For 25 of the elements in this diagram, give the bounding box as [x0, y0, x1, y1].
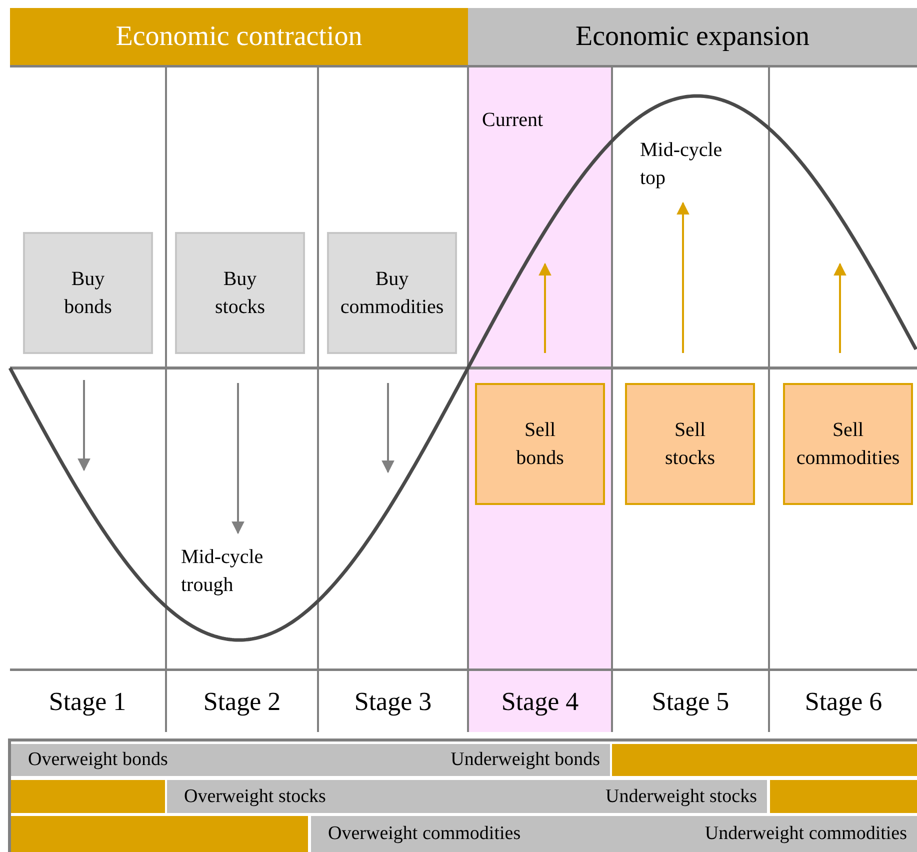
allocation-bar — [612, 744, 917, 776]
stage-cell: Stage 4 — [469, 671, 611, 732]
sell-box: Sell commodities — [783, 383, 913, 505]
allocation-label: Underweight commodities — [704, 822, 907, 846]
allocation-bar — [770, 780, 917, 813]
buy-box: Buy bonds — [23, 232, 153, 354]
allocation-label: Overweight commodities — [328, 822, 521, 846]
annotation-label: Mid-cycle trough — [181, 545, 264, 598]
allocation-bar — [311, 816, 917, 852]
sell-box: Sell stocks — [625, 383, 755, 505]
allocation-bar — [11, 780, 165, 813]
allocation-label: Overweight bonds — [28, 748, 168, 772]
sell-box: Sell bonds — [475, 383, 605, 505]
expansion-header: Economic expansion — [468, 8, 917, 65]
contraction-header: Economic contraction — [10, 8, 468, 65]
annotation-label: Mid-cycle top — [640, 138, 724, 191]
buy-box: Buy commodities — [327, 232, 457, 354]
annotation-label: Current — [482, 108, 544, 133]
allocation-bar — [11, 744, 610, 776]
allocation-label: Underweight bonds — [450, 748, 600, 772]
allocation-bar — [11, 816, 308, 852]
allocation-bar — [167, 780, 767, 813]
buy-box: Buy stocks — [175, 232, 305, 354]
allocation-label: Overweight stocks — [184, 784, 326, 809]
allocation-label: Underweight stocks — [606, 784, 757, 809]
